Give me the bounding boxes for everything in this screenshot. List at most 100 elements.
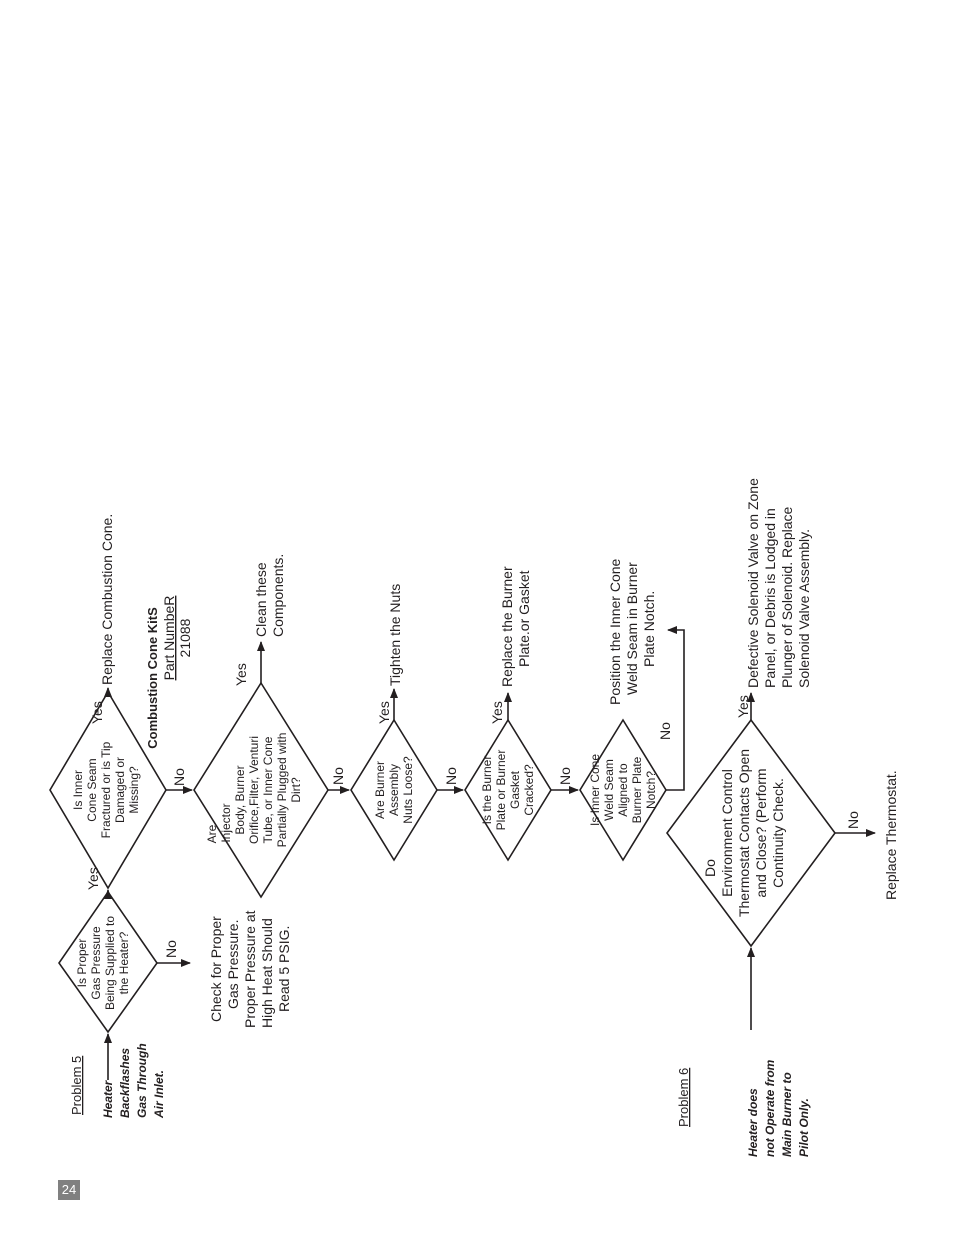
d3-yes-label: Yes (233, 663, 249, 686)
decision-text-line: the Heater? (117, 931, 131, 994)
decision-text-line: Cone Seam (85, 758, 99, 821)
action-text-line: Defective Solenoid Valve on Zone (745, 478, 761, 688)
problem6-symptom-line: Heater does (746, 1088, 760, 1157)
d4-yes-action: Tighten the Nuts (387, 584, 403, 686)
page-number: 24 (58, 1180, 80, 1200)
decision-text-line: Body, Burner (233, 765, 247, 834)
decision-text-line: Weld Seam (602, 759, 616, 821)
d5-no-label: No (557, 767, 573, 785)
action-text-line: Solenoid Valve Assembly. (796, 529, 812, 688)
action-text-line: Clean these (253, 562, 269, 637)
decision-text-line: Gas Pressure (89, 926, 103, 1000)
decision-thermostat-shape (666, 718, 836, 948)
decision-text-line: Are Burner (373, 761, 387, 819)
decision-text-line: Partially Plugged with (275, 733, 289, 848)
decision-plate-cracked-text: Is the Burner Plate or Burner Gasket Cra… (480, 750, 536, 831)
decision-text-line: Cracked? (522, 764, 536, 816)
decision-text-line: Tube, or Inner Cone (261, 736, 275, 843)
d4-yes-label: Yes (376, 701, 392, 724)
decision-text-line: Injector (219, 803, 233, 842)
decision-text-line: Are (205, 824, 219, 843)
d3-no-label: No (330, 767, 346, 785)
decision-text-line: Thermostat Contacts Open (736, 749, 752, 917)
d6-no-label: No (657, 722, 673, 740)
decision-plugged-text: Are Injector Body, Burner Orifice,Filter… (205, 733, 303, 848)
decision-text-line: and Close? (Perform (753, 768, 769, 897)
d4-no-label: No (443, 767, 459, 785)
decision-text-line: Plate or Burner (494, 750, 508, 831)
decision-text-line: Fractured or is Tip (99, 741, 113, 838)
kit-title: Combustion Cone KitS (145, 607, 160, 749)
problem5-symptom-line: Heater (101, 1079, 115, 1118)
action-text-line: Components. (270, 554, 286, 637)
decision-thermostat-text: Do Environment Control Thermostat Contac… (702, 749, 786, 917)
action-text-line: Replace the Burner (499, 566, 515, 687)
problem5-symptom-line: Backflashes (118, 1048, 132, 1118)
decision-text-line: Continuity Check. (770, 778, 786, 888)
problem5-symptom: Heater Backflashes Gas Through Air Inlet… (101, 1043, 166, 1119)
problem6-symptom-line: Pilot Only. (797, 1098, 811, 1157)
d2-yes-label: Yes (89, 701, 105, 724)
decision-weld-seam-text: Is Inner Cone Weld Seam Aligned to Burne… (588, 754, 658, 826)
decision-text-line: Aligned to (616, 763, 630, 817)
d2-yes-action: Replace Combustion Cone. (99, 514, 115, 685)
decision-text-line: Is the Burner (480, 756, 494, 825)
kit-part-number: 21088 (177, 618, 193, 657)
decision-text-line: Notch? (644, 771, 658, 809)
p6-yes-action: Defective Solenoid Valve on Zone Panel, … (745, 478, 812, 688)
problem6-title: Problem 6 (676, 1068, 691, 1127)
decision-text-line: Dirt? (289, 777, 303, 803)
action-text-line: Plate.or Gasket (516, 570, 532, 667)
decision-text-line: Missing? (127, 766, 141, 814)
decision-text-line: Is Proper (75, 939, 89, 988)
decision-nuts-loose-shape (350, 718, 438, 862)
decision-gas-pressure-text: Is Proper Gas Pressure Being Supplied to… (75, 916, 131, 1010)
problem5-symptom-line: Air Inlet. (152, 1070, 166, 1119)
d6-no-action: Position the Inner Cone Weld Seam in Bur… (607, 558, 657, 705)
problem5-title: Problem 5 (69, 1056, 84, 1115)
d3-yes-action: Clean these Components. (253, 554, 286, 637)
arrow-d6-no (666, 626, 685, 791)
decision-text-line: Is Inner (71, 770, 85, 810)
action-text-line: Read 5 PSIG. (276, 926, 292, 1012)
action-text-line: Weld Seam in Burner (624, 562, 640, 695)
problem5-symptom-line: Gas Through (135, 1043, 149, 1118)
decision-weld-seam-shape (579, 718, 667, 862)
p6-no-label: No (845, 811, 861, 829)
action-text-line: Panel, or Debris is Lodged in (762, 508, 778, 688)
combustion-cone-kit: Combustion Cone KitS Part NumbeR 21088 (145, 596, 193, 749)
decision-gas-pressure-shape (58, 890, 158, 1034)
decision-text-line: Assembly (387, 764, 401, 816)
decision-text-line: Being Supplied to (103, 916, 117, 1010)
kit-part-label: Part NumbeR (161, 596, 177, 681)
p6-no-action: Replace Thermostat. (883, 770, 899, 900)
d1-yes-label: Yes (85, 867, 101, 890)
decision-plate-cracked-shape (464, 718, 552, 862)
decision-cone-seam-text: Is Inner Cone Seam Fractured or is Tip D… (71, 741, 141, 838)
action-text-line: Position the Inner Cone (607, 558, 623, 705)
decision-text-line: Burner Plate (630, 756, 644, 823)
decision-text-line: Nuts Loose? (401, 756, 415, 824)
action-text-line: Gas Pressure. (225, 920, 241, 1009)
d5-yes-label: Yes (489, 701, 505, 724)
action-text-line: High Heat Should (259, 918, 275, 1028)
d1-no-label: No (163, 940, 179, 958)
d1-no-action: Check for Proper Gas Pressure. Proper Pr… (208, 910, 292, 1028)
decision-text-line: Orifice,Filter, Venturi (247, 736, 261, 844)
decision-text-line: Is Inner Cone (588, 754, 602, 826)
decision-plugged-shape (193, 681, 329, 899)
decision-text-line: Environment Control (719, 769, 735, 897)
d2-no-label: No (171, 768, 187, 786)
p6-yes-label: Yes (735, 695, 751, 718)
d5-yes-action: Replace the Burner Plate.or Gasket (499, 566, 532, 687)
decision-text-line: Gasket (508, 770, 522, 809)
decision-text-line: Do (702, 859, 718, 877)
decision-text-line: Damaged or (113, 757, 127, 823)
decision-cone-seam-shape (49, 690, 167, 890)
problem6-symptom-line: not Operate from (763, 1059, 777, 1157)
action-text-line: Plunger of Solenoid. Replace (779, 506, 795, 688)
action-text-line: Plate Notch. (641, 591, 657, 667)
action-text-line: Check for Proper (208, 916, 224, 1022)
